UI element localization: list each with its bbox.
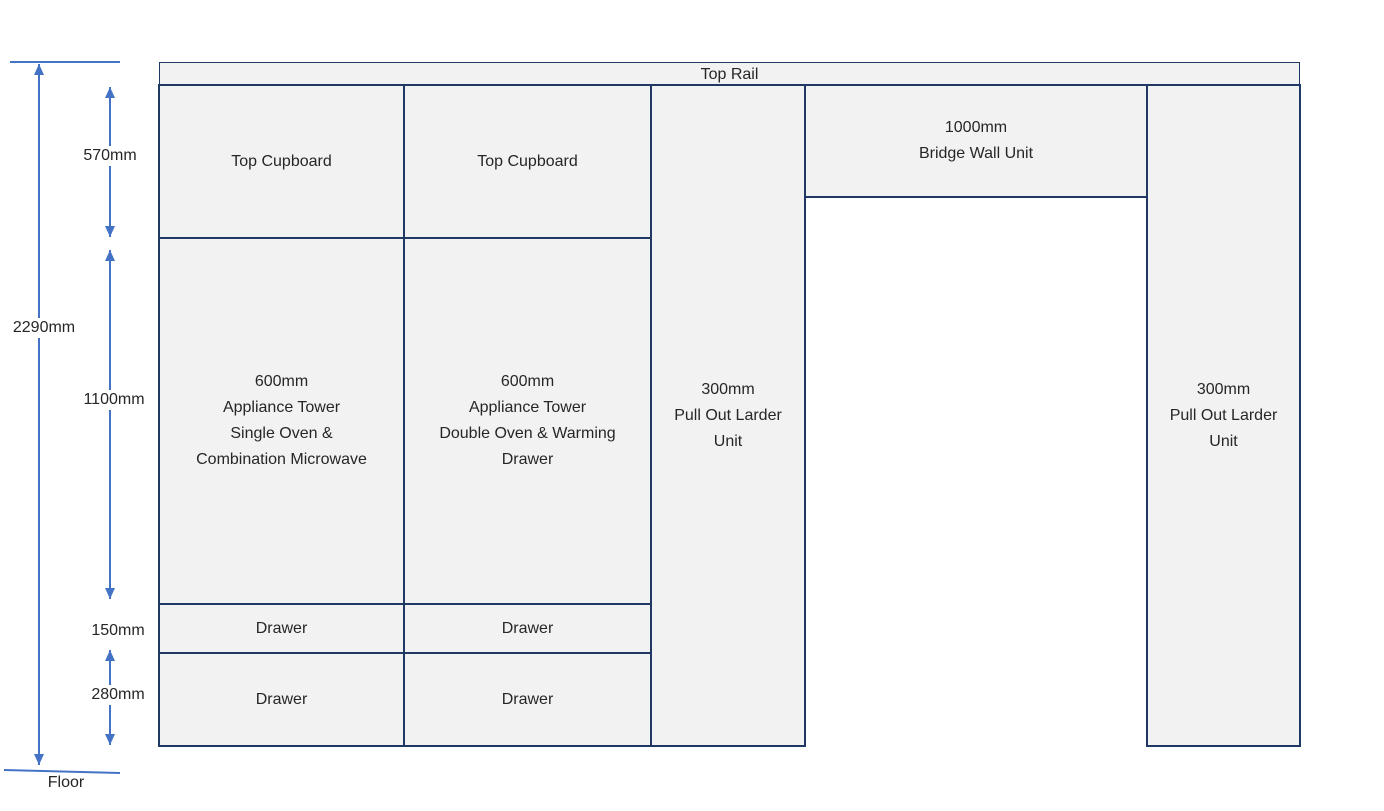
arrowhead-down-icon xyxy=(34,754,44,765)
arrowhead-down-icon xyxy=(105,734,115,745)
arrowhead-down-icon xyxy=(105,588,115,599)
unit-label: Top Cupboard xyxy=(231,152,332,170)
dimension-appliance-tower-label: 1100mm xyxy=(80,390,148,410)
top-cupboard-left: Top Cupboard xyxy=(158,84,405,239)
unit-label: Pull Out Larder xyxy=(674,406,782,424)
dimension-top-cupboard-label: 570mm xyxy=(80,146,140,166)
unit-label: Combination Microwave xyxy=(196,451,367,468)
unit-label: Double Oven & Warming xyxy=(439,425,616,442)
unit-label: Pull Out Larder xyxy=(1169,406,1278,424)
pull-out-larder-middle: 300mm Pull Out Larder Unit xyxy=(650,84,806,747)
drawer-top-left: Drawer xyxy=(158,603,405,654)
arrowhead-down-icon xyxy=(105,226,115,237)
unit-label: 1000mm xyxy=(944,119,1008,136)
unit-label: Drawer xyxy=(501,690,554,708)
unit-label: Drawer xyxy=(501,619,554,637)
arrowhead-up-icon xyxy=(34,64,44,75)
dimension-overall-line xyxy=(38,64,40,765)
floor-label: Floor xyxy=(47,774,85,791)
unit-label: Single Oven & xyxy=(230,425,333,442)
dimension-drawer-bottom-label: 280mm xyxy=(88,685,148,705)
dimension-drawer-top-label: 150mm xyxy=(88,621,148,641)
unit-label: Drawer xyxy=(255,619,308,637)
pull-out-larder-right: 300mm Pull Out Larder Unit xyxy=(1146,84,1301,747)
unit-label: 300mm xyxy=(1196,380,1251,398)
ceiling-line xyxy=(10,61,120,63)
top-rail-label: Top Rail xyxy=(700,65,759,83)
drawer-top-right: Drawer xyxy=(403,603,652,654)
unit-label: Unit xyxy=(1209,432,1238,450)
arrowhead-up-icon xyxy=(105,87,115,98)
dimension-appliance-tower-line xyxy=(109,250,111,599)
drawer-bottom-left: Drawer xyxy=(158,652,405,747)
arrowhead-up-icon xyxy=(105,250,115,261)
unit-label: Drawer xyxy=(255,690,308,708)
unit-label: Appliance Tower xyxy=(222,399,341,416)
appliance-tower-left: 600mm Appliance Tower Single Oven & Comb… xyxy=(158,237,405,605)
unit-label: 600mm xyxy=(254,373,309,390)
unit-label: Bridge Wall Unit xyxy=(918,145,1034,162)
arrowhead-up-icon xyxy=(105,650,115,661)
unit-label: 600mm xyxy=(500,373,555,390)
appliance-tower-right: 600mm Appliance Tower Double Oven & Warm… xyxy=(403,237,652,605)
top-cupboard-right: Top Cupboard xyxy=(403,84,652,239)
bridge-wall-unit: 1000mm Bridge Wall Unit xyxy=(804,84,1148,198)
unit-label: 300mm xyxy=(701,380,755,398)
unit-label: Unit xyxy=(713,432,743,450)
unit-label: Appliance Tower xyxy=(468,399,587,416)
unit-label: Drawer xyxy=(501,451,554,468)
dimension-overall-label: 2290mm xyxy=(9,318,79,338)
unit-label: Top Cupboard xyxy=(477,152,578,170)
drawer-bottom-right: Drawer xyxy=(403,652,652,747)
